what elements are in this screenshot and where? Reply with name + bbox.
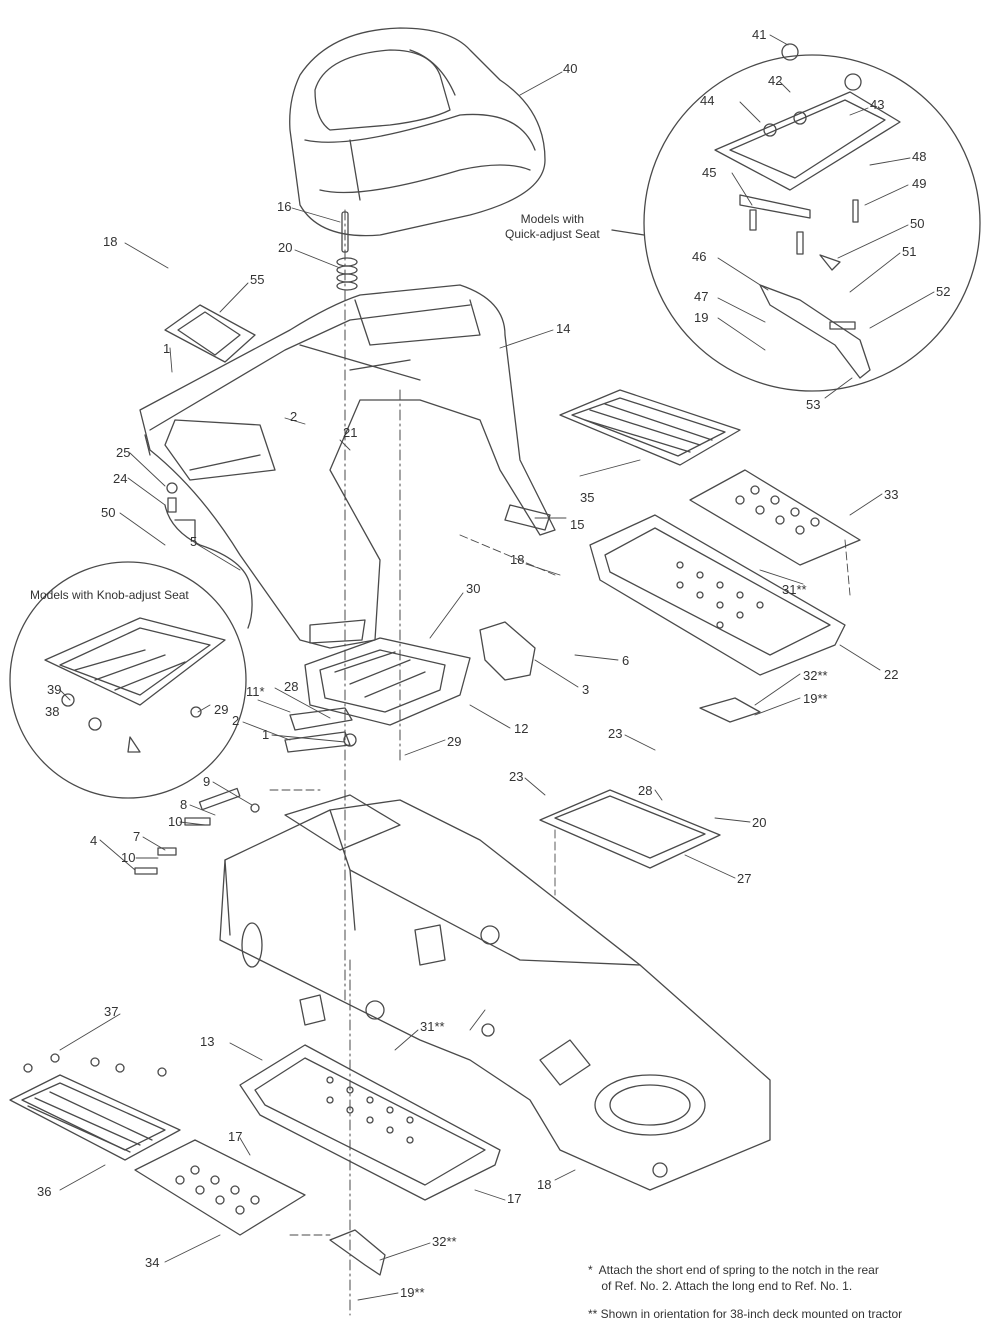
assembly-lines	[269, 534, 851, 1236]
part-label-20: 20	[278, 240, 293, 255]
part-label-42: 42	[768, 73, 783, 88]
part-label-55: 55	[250, 272, 265, 287]
part-label-12: 12	[514, 721, 529, 736]
detail-circle-quick-adjust	[611, 54, 981, 392]
wire-part-50	[164, 482, 253, 629]
part-label-1-lower: 1	[262, 727, 270, 742]
part-label-19-right: 19**	[803, 691, 828, 706]
bolt-part-16	[341, 211, 349, 253]
part-label-19: 19	[694, 310, 709, 325]
part-label-10-lower: 10	[121, 850, 136, 865]
part-label-14: 14	[556, 321, 571, 336]
pivot-parts	[284, 707, 357, 753]
note-spring-attachment: * Attach the short end of spring to the …	[588, 1263, 879, 1294]
part-label-41: 41	[752, 27, 767, 42]
seat-pan-part-30	[304, 637, 471, 726]
detail-circle-knob-adjust	[9, 561, 247, 799]
leader-lines	[59, 34, 935, 1301]
part-label-2-lower: 2	[232, 713, 240, 728]
footplate-part-13	[239, 1044, 501, 1201]
part-label-6: 6	[622, 653, 630, 668]
part-label-1: 1	[163, 341, 171, 356]
centerline-seat	[344, 209, 401, 1316]
part-label-5: 5	[190, 534, 198, 549]
part-label-8: 8	[180, 797, 188, 812]
part-label-13: 13	[200, 1034, 215, 1049]
plate-part-27	[539, 789, 721, 869]
part-label-32-lower: 32**	[432, 1234, 457, 1249]
part-label-49: 49	[912, 176, 927, 191]
part-label-17: 17	[228, 1129, 243, 1144]
part-label-10: 10	[168, 814, 183, 829]
part-label-37: 37	[104, 1004, 119, 1019]
part-label-23-lower: 23	[509, 769, 524, 784]
part-label-18-lower: 18	[537, 1177, 552, 1192]
bracket-part-3	[479, 621, 536, 681]
part-label-38: 38	[45, 704, 60, 719]
part-label-19-lower: 19**	[400, 1285, 425, 1300]
part-label-29-knob: 29	[214, 702, 229, 717]
plate-part-34	[134, 1139, 306, 1236]
part-label-34: 34	[145, 1255, 160, 1270]
footrest-part-36	[9, 1053, 181, 1161]
part-label-52: 52	[936, 284, 951, 299]
callout-quick-adjust-seat: Models with Quick-adjust Seat	[505, 212, 600, 241]
part-label-43: 43	[870, 97, 885, 112]
part-label-50: 50	[910, 216, 925, 231]
part-label-33: 33	[884, 487, 899, 502]
seat-part-40	[289, 27, 546, 237]
part-label-50-wire: 50	[101, 505, 116, 520]
part-label-36: 36	[37, 1184, 52, 1199]
part-label-3: 3	[582, 682, 590, 697]
part-label-9: 9	[203, 774, 211, 789]
part-label-25: 25	[116, 445, 131, 460]
panel-part-55	[164, 304, 256, 363]
frame	[219, 794, 771, 1191]
quick-adjust-assembly	[714, 43, 901, 379]
part-label-45: 45	[702, 165, 717, 180]
part-label-15: 15	[570, 517, 585, 532]
part-label-27: 27	[737, 871, 752, 886]
part-label-31-right: 31**	[782, 582, 807, 597]
part-label-39: 39	[47, 682, 62, 697]
part-label-51: 51	[902, 244, 917, 259]
part-label-35: 35	[580, 490, 595, 505]
plate-part-33	[689, 469, 861, 566]
part-label-44: 44	[700, 93, 715, 108]
part-label-29: 29	[447, 734, 462, 749]
part-label-2: 2	[290, 409, 298, 424]
part-label-48: 48	[912, 149, 927, 164]
part-label-23: 23	[608, 726, 623, 741]
part-label-24: 24	[113, 471, 128, 486]
bracket-part-32-bottom	[329, 1229, 386, 1276]
part-label-32-right: 32**	[803, 668, 828, 683]
part-label-21: 21	[343, 425, 358, 440]
part-label-47: 47	[694, 289, 709, 304]
bracket-part-32-right	[699, 697, 761, 723]
part-label-18: 18	[103, 234, 118, 249]
part-label-31-lower: 31**	[420, 1019, 445, 1034]
fender-part-14	[139, 284, 556, 649]
part-label-22: 22	[884, 667, 899, 682]
part-label-30: 30	[466, 581, 481, 596]
part-label-46: 46	[692, 249, 707, 264]
part-label-17-lower: 17	[507, 1191, 522, 1206]
part-label-28-lower: 28	[638, 783, 653, 798]
part-label-28: 28	[284, 679, 299, 694]
footplate-part-22	[589, 514, 846, 676]
part-label-16: 16	[277, 199, 292, 214]
part-label-40: 40	[563, 61, 578, 76]
part-label-4: 4	[90, 833, 98, 848]
part-label-11: 11*	[246, 684, 265, 699]
part-label-20-lower: 20	[752, 815, 767, 830]
part-label-53: 53	[806, 397, 821, 412]
part-label-7: 7	[133, 829, 141, 844]
callout-knob-adjust-seat: Models with Knob-adjust Seat	[30, 588, 189, 602]
spring-part-20	[336, 257, 358, 291]
note-deck-orientation: ** Shown in orientation for 38-inch deck…	[588, 1307, 903, 1321]
hardware-parts	[134, 787, 260, 875]
footrest-part-35	[559, 389, 741, 466]
part-label-18-right: 18	[510, 552, 525, 567]
